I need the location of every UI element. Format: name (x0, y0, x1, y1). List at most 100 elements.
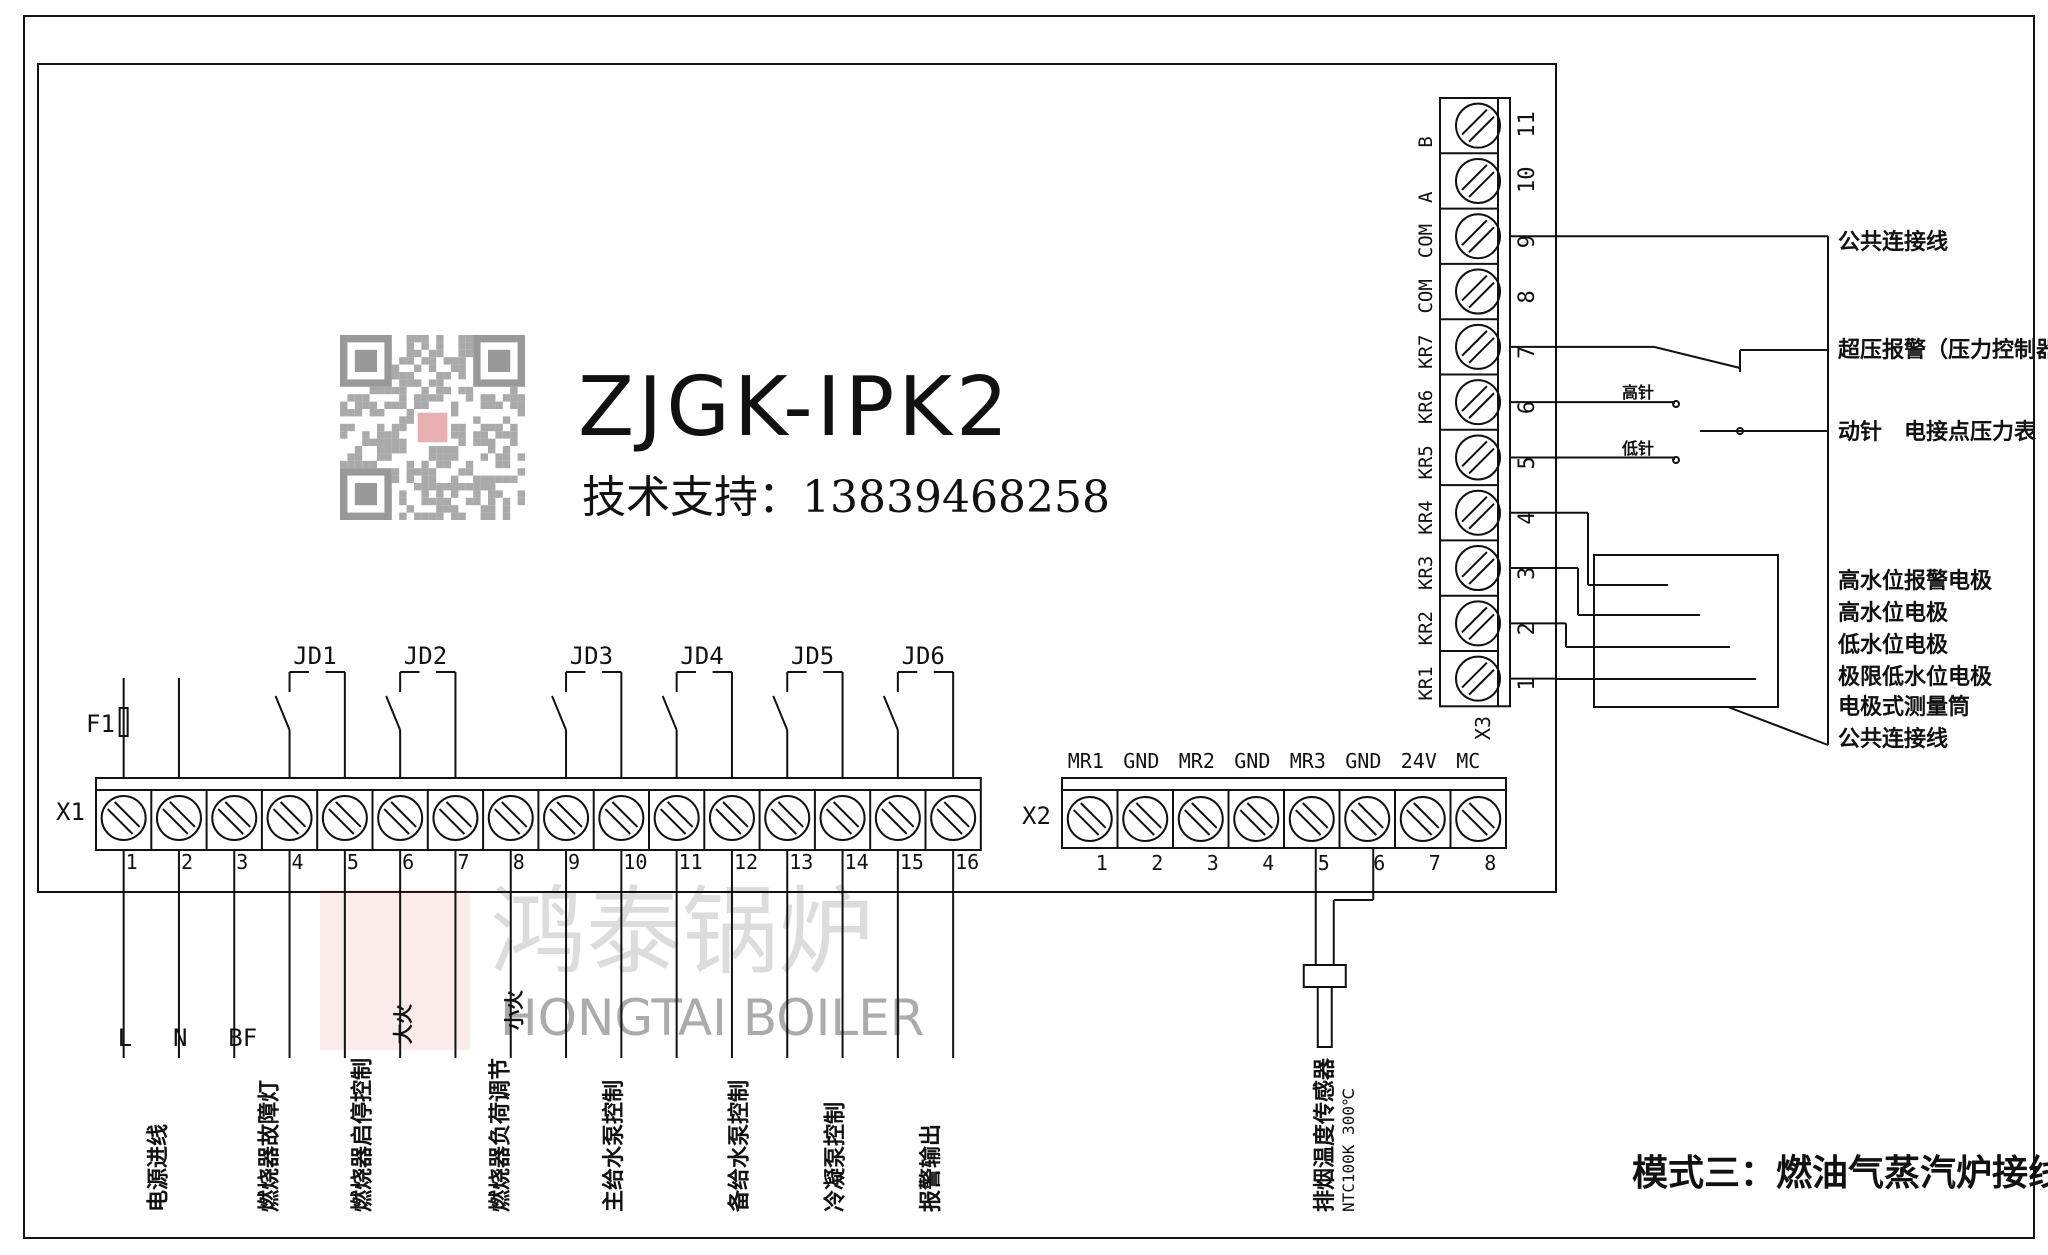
label-high-electrode: 高水位电极 (1838, 600, 1949, 626)
x1-label: X1 (56, 798, 85, 826)
screw-slot (943, 801, 970, 828)
qr-module (340, 431, 348, 439)
qr-module (406, 342, 414, 350)
qr-module (428, 453, 437, 461)
relay-label: JD2 (404, 642, 447, 670)
qr-module (384, 438, 392, 446)
label-limit-low-electrode: 极限低水位电极 (1838, 664, 1993, 690)
qr-module (414, 335, 422, 343)
qr-module (428, 379, 437, 387)
qr-module (391, 438, 400, 446)
qr-module (399, 438, 407, 446)
qr-module (428, 357, 437, 365)
terminal-screw (1455, 434, 1501, 481)
screw-circle (1455, 655, 1501, 702)
x1-terminal-number: 8 (513, 850, 525, 874)
terminal-screw (1177, 796, 1224, 842)
x2-pin-name: MR2 (1179, 749, 1215, 773)
qr-module (354, 446, 363, 454)
x3-pin-name: B (1415, 136, 1437, 147)
qr-module (391, 446, 400, 454)
qr-module (458, 335, 466, 343)
qr-module (377, 446, 385, 454)
qr-module (369, 460, 377, 469)
qr-module (406, 460, 414, 469)
qr-module (406, 357, 414, 365)
terminal-screw (708, 795, 755, 841)
function-label: 冷凝泵控制 (822, 1102, 848, 1212)
terminal-screw (1455, 323, 1501, 370)
outer-frame (23, 15, 2035, 1239)
qr-module (414, 394, 422, 402)
terminal-screw (543, 795, 590, 841)
qr-module (473, 431, 481, 439)
screw-slot (715, 808, 742, 835)
qr-module (488, 423, 496, 432)
x3-terminal-number: 11 (1515, 111, 1540, 138)
qr-module (458, 386, 466, 395)
qr-finder (340, 335, 392, 387)
qr-module (421, 342, 429, 350)
qr-module (488, 483, 496, 491)
qr-module (517, 409, 525, 417)
terminal-screw (377, 795, 424, 841)
qr-module (399, 446, 407, 454)
qr-module (473, 483, 481, 491)
qr-module (347, 453, 355, 461)
terminal-screw (598, 795, 645, 841)
qr-module (347, 409, 355, 417)
qr-module (451, 364, 459, 372)
qr-module (443, 446, 451, 454)
qr-module (369, 401, 377, 409)
qr-module (384, 386, 392, 395)
qr-module (458, 438, 466, 446)
qr-module (406, 409, 414, 417)
qr-module (443, 497, 451, 506)
relay-switch-blade (274, 695, 291, 731)
qr-module (406, 379, 414, 387)
qr-module (517, 401, 525, 409)
qr-module (510, 386, 518, 395)
qr-module (473, 497, 481, 506)
gauge-contact-low (1672, 456, 1680, 464)
qr-module (347, 394, 355, 402)
function-label: 备给水泵控制 (727, 1080, 753, 1213)
x2-terminal-number: 4 (1262, 851, 1274, 875)
qr-module (377, 386, 385, 395)
qr-module (495, 431, 503, 439)
terminal-screw (1455, 600, 1501, 647)
screw-circle (1455, 796, 1502, 842)
qr-module (510, 423, 518, 432)
qr-module (421, 357, 429, 365)
qr-module (480, 438, 488, 446)
qr-module (421, 497, 429, 506)
qr-module (451, 505, 459, 513)
screw-slot (279, 801, 307, 828)
screw-slot (604, 808, 631, 835)
qr-module (451, 446, 459, 454)
x3-terminal-number: 3 (1515, 567, 1540, 580)
fuse-symbol (118, 707, 129, 737)
x1-terminal-number: 2 (181, 850, 193, 874)
qr-module (502, 431, 511, 439)
function-label: 燃烧器负荷调节 (487, 1058, 513, 1212)
relay-label: JD5 (791, 642, 834, 670)
screw-slot (770, 808, 797, 835)
function-label: 电源进线 (146, 1124, 172, 1212)
x3-terminal-number: 6 (1515, 401, 1540, 414)
x3-terminal-number: 1 (1515, 677, 1540, 690)
wire-label-bf: BF (228, 1024, 257, 1052)
sensor-body (1302, 964, 1347, 988)
x3-pin-name: KR1 (1415, 666, 1437, 700)
terminal-screw (1344, 796, 1391, 842)
terminal-screw (1066, 796, 1113, 842)
qr-module (502, 460, 511, 469)
screw-slot (888, 801, 915, 828)
qr-module (399, 423, 407, 432)
qr-module (406, 416, 414, 424)
qr-module (443, 453, 451, 461)
qr-module (428, 446, 437, 454)
qr-module (414, 468, 422, 476)
qr-module (502, 512, 511, 520)
qr-module (465, 349, 474, 358)
